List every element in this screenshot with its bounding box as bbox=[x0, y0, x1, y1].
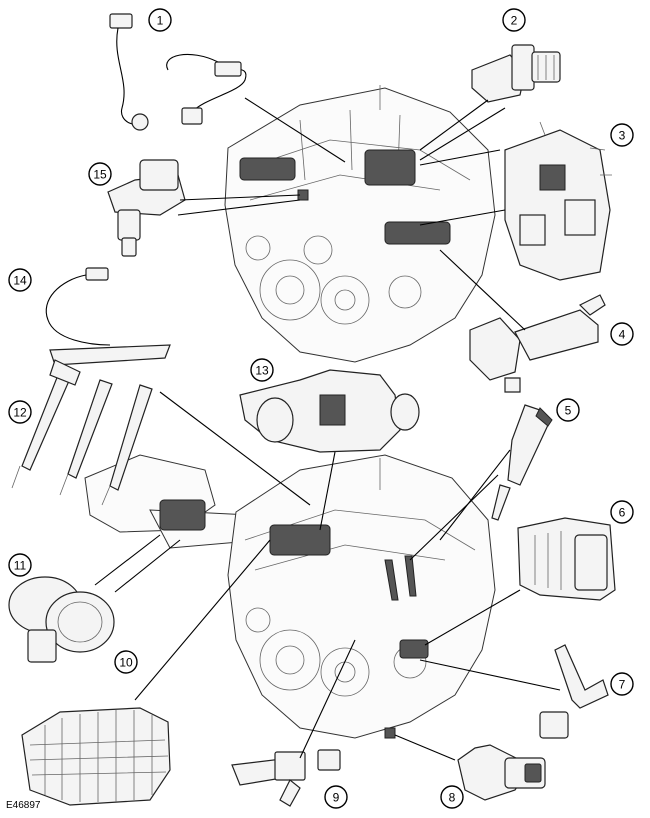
component-13-throttle-body bbox=[239, 369, 420, 453]
callout-9: 9 bbox=[324, 785, 348, 809]
component-4-egr-valve bbox=[469, 294, 606, 393]
component-2-pressure-sensor bbox=[471, 44, 561, 103]
svg-text:11: 11 bbox=[14, 559, 27, 573]
svg-text:14: 14 bbox=[13, 274, 27, 288]
lower-engine-illustration bbox=[84, 454, 496, 739]
svg-text:13: 13 bbox=[255, 364, 269, 378]
component-15-camshaft-sensor bbox=[107, 159, 186, 257]
svg-text:15: 15 bbox=[93, 168, 107, 182]
svg-text:10: 10 bbox=[119, 656, 133, 670]
callout-12: 12 bbox=[8, 400, 32, 424]
component-10-intercooler bbox=[21, 707, 171, 806]
callout-3: 3 bbox=[610, 123, 634, 147]
callout-7: 7 bbox=[610, 672, 634, 696]
upper-engine-illustration bbox=[224, 85, 496, 363]
svg-text:8: 8 bbox=[449, 791, 456, 805]
component-12-glow-plugs bbox=[11, 369, 153, 506]
component-11-mass-air-flow-sensor bbox=[8, 576, 115, 663]
svg-text:2: 2 bbox=[511, 14, 518, 28]
component-14-harness bbox=[45, 267, 171, 386]
svg-text:5: 5 bbox=[565, 404, 572, 418]
callout-4: 4 bbox=[610, 322, 634, 346]
callout-14: 14 bbox=[8, 268, 32, 292]
component-7-temp-sensor bbox=[539, 644, 609, 739]
callout-10: 10 bbox=[114, 650, 138, 674]
leader-lines bbox=[94, 97, 561, 761]
callout-15: 15 bbox=[88, 162, 112, 186]
svg-text:4: 4 bbox=[619, 328, 626, 342]
callout-5: 5 bbox=[556, 398, 580, 422]
figure-reference: E46897 bbox=[6, 800, 41, 811]
callout-11: 11 bbox=[8, 553, 32, 577]
component-5-injector bbox=[491, 404, 553, 521]
component-8-oil-pressure-sensor bbox=[457, 744, 546, 801]
svg-text:9: 9 bbox=[333, 791, 340, 805]
component-3-fuel-pump bbox=[504, 121, 612, 281]
svg-text:7: 7 bbox=[619, 678, 626, 692]
callout-8: 8 bbox=[440, 785, 464, 809]
svg-text:3: 3 bbox=[619, 129, 626, 143]
component-9-position-sensor bbox=[231, 749, 341, 807]
svg-text:6: 6 bbox=[619, 506, 626, 520]
svg-text:12: 12 bbox=[13, 406, 27, 420]
svg-text:1: 1 bbox=[157, 14, 164, 28]
callout-13: 13 bbox=[250, 358, 274, 382]
callout-2: 2 bbox=[502, 8, 526, 32]
component-1-sensor-harness bbox=[109, 13, 247, 131]
callout-1: 1 bbox=[148, 8, 172, 32]
callout-6: 6 bbox=[610, 500, 634, 524]
component-6-alternator bbox=[517, 517, 616, 601]
